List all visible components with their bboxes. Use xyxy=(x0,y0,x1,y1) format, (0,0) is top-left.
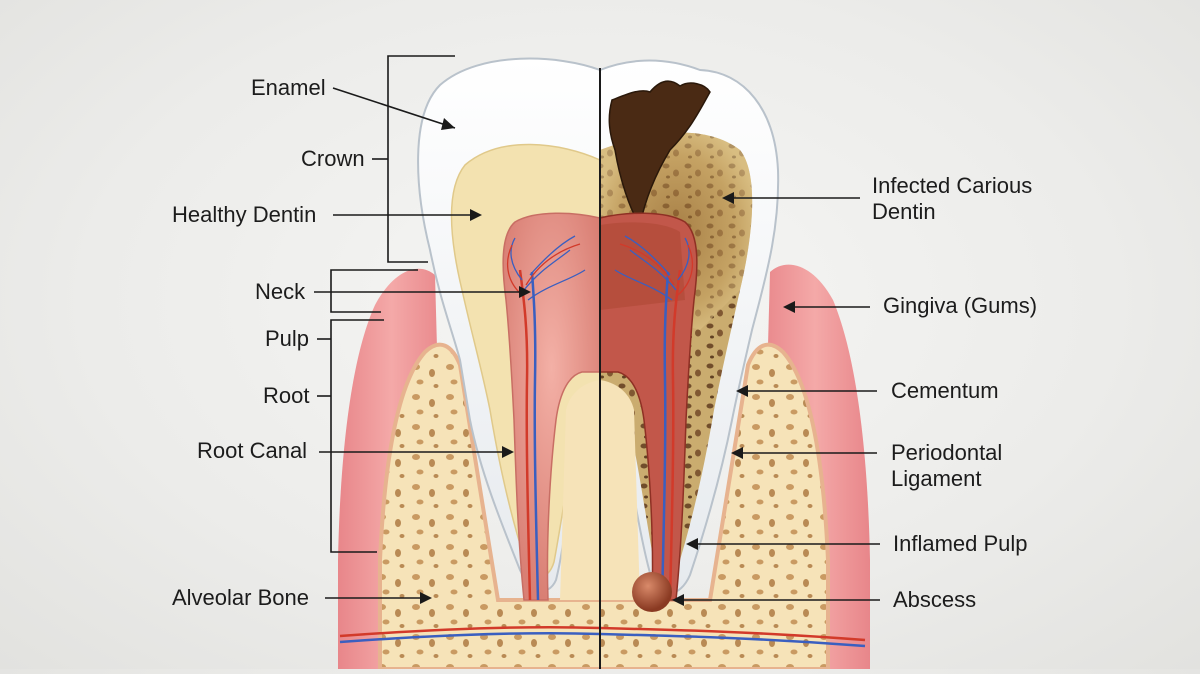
tooth-right-half xyxy=(599,59,780,612)
label-root-canal: Root Canal xyxy=(197,438,307,463)
label-enamel: Enamel xyxy=(251,75,326,100)
label-root: Root xyxy=(263,383,309,408)
label-periodontal-2: Ligament xyxy=(891,466,982,491)
right-labels: Infected Carious Dentin Gingiva (Gums) C… xyxy=(672,173,1037,612)
label-inflamed-pulp: Inflamed Pulp xyxy=(893,531,1028,556)
label-neck: Neck xyxy=(255,279,306,304)
label-gingiva: Gingiva (Gums) xyxy=(883,293,1037,318)
left-labels: Enamel Crown Healthy Dentin Neck Pulp Ro… xyxy=(172,55,531,610)
leader-enamel xyxy=(332,87,456,129)
abscess-lesion xyxy=(632,572,672,612)
label-infected-dentin-1: Infected Carious xyxy=(872,173,1032,198)
root-inner-gap xyxy=(560,380,600,600)
bracket-neck xyxy=(330,269,418,313)
label-abscess: Abscess xyxy=(893,587,976,612)
label-crown: Crown xyxy=(301,146,365,171)
label-cementum: Cementum xyxy=(891,378,999,403)
bracket-root xyxy=(330,319,384,553)
label-periodontal-1: Periodontal xyxy=(891,440,1002,465)
label-healthy-dentin: Healthy Dentin xyxy=(172,202,316,227)
tooth-left-half xyxy=(417,57,601,601)
label-infected-dentin-2: Dentin xyxy=(872,199,936,224)
label-pulp: Pulp xyxy=(265,326,309,351)
decay-cavity xyxy=(608,80,711,227)
label-alveolar-bone: Alveolar Bone xyxy=(172,585,309,610)
